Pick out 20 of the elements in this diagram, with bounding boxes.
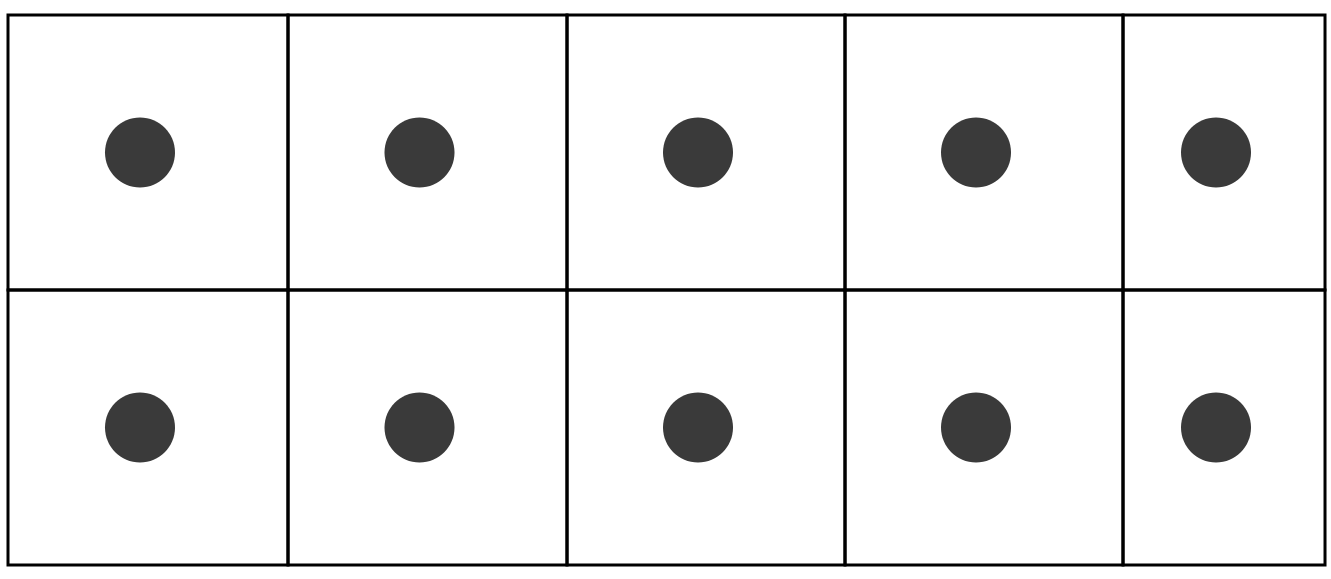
- counter-dot: [1181, 117, 1251, 188]
- frame-cell: [286, 13, 569, 292]
- frame-cell: [6, 288, 290, 567]
- frame-cell: [565, 13, 847, 292]
- counter-dot: [941, 117, 1011, 188]
- counter-dot: [384, 117, 455, 188]
- counter-dot: [663, 117, 733, 188]
- counter-dot: [663, 392, 733, 463]
- frame-cell: [565, 288, 847, 567]
- frame-cell: [843, 13, 1125, 292]
- frame-cell: [6, 13, 290, 292]
- counter-dot: [384, 392, 455, 463]
- frame-cell: [1121, 13, 1327, 292]
- frame-cell: [286, 288, 569, 567]
- counter-dot: [1181, 392, 1251, 463]
- frame-cell: [1121, 288, 1327, 567]
- counter-dot: [105, 117, 175, 188]
- counter-dot: [941, 392, 1011, 463]
- frame-cell: [843, 288, 1125, 567]
- counter-dot: [105, 392, 175, 463]
